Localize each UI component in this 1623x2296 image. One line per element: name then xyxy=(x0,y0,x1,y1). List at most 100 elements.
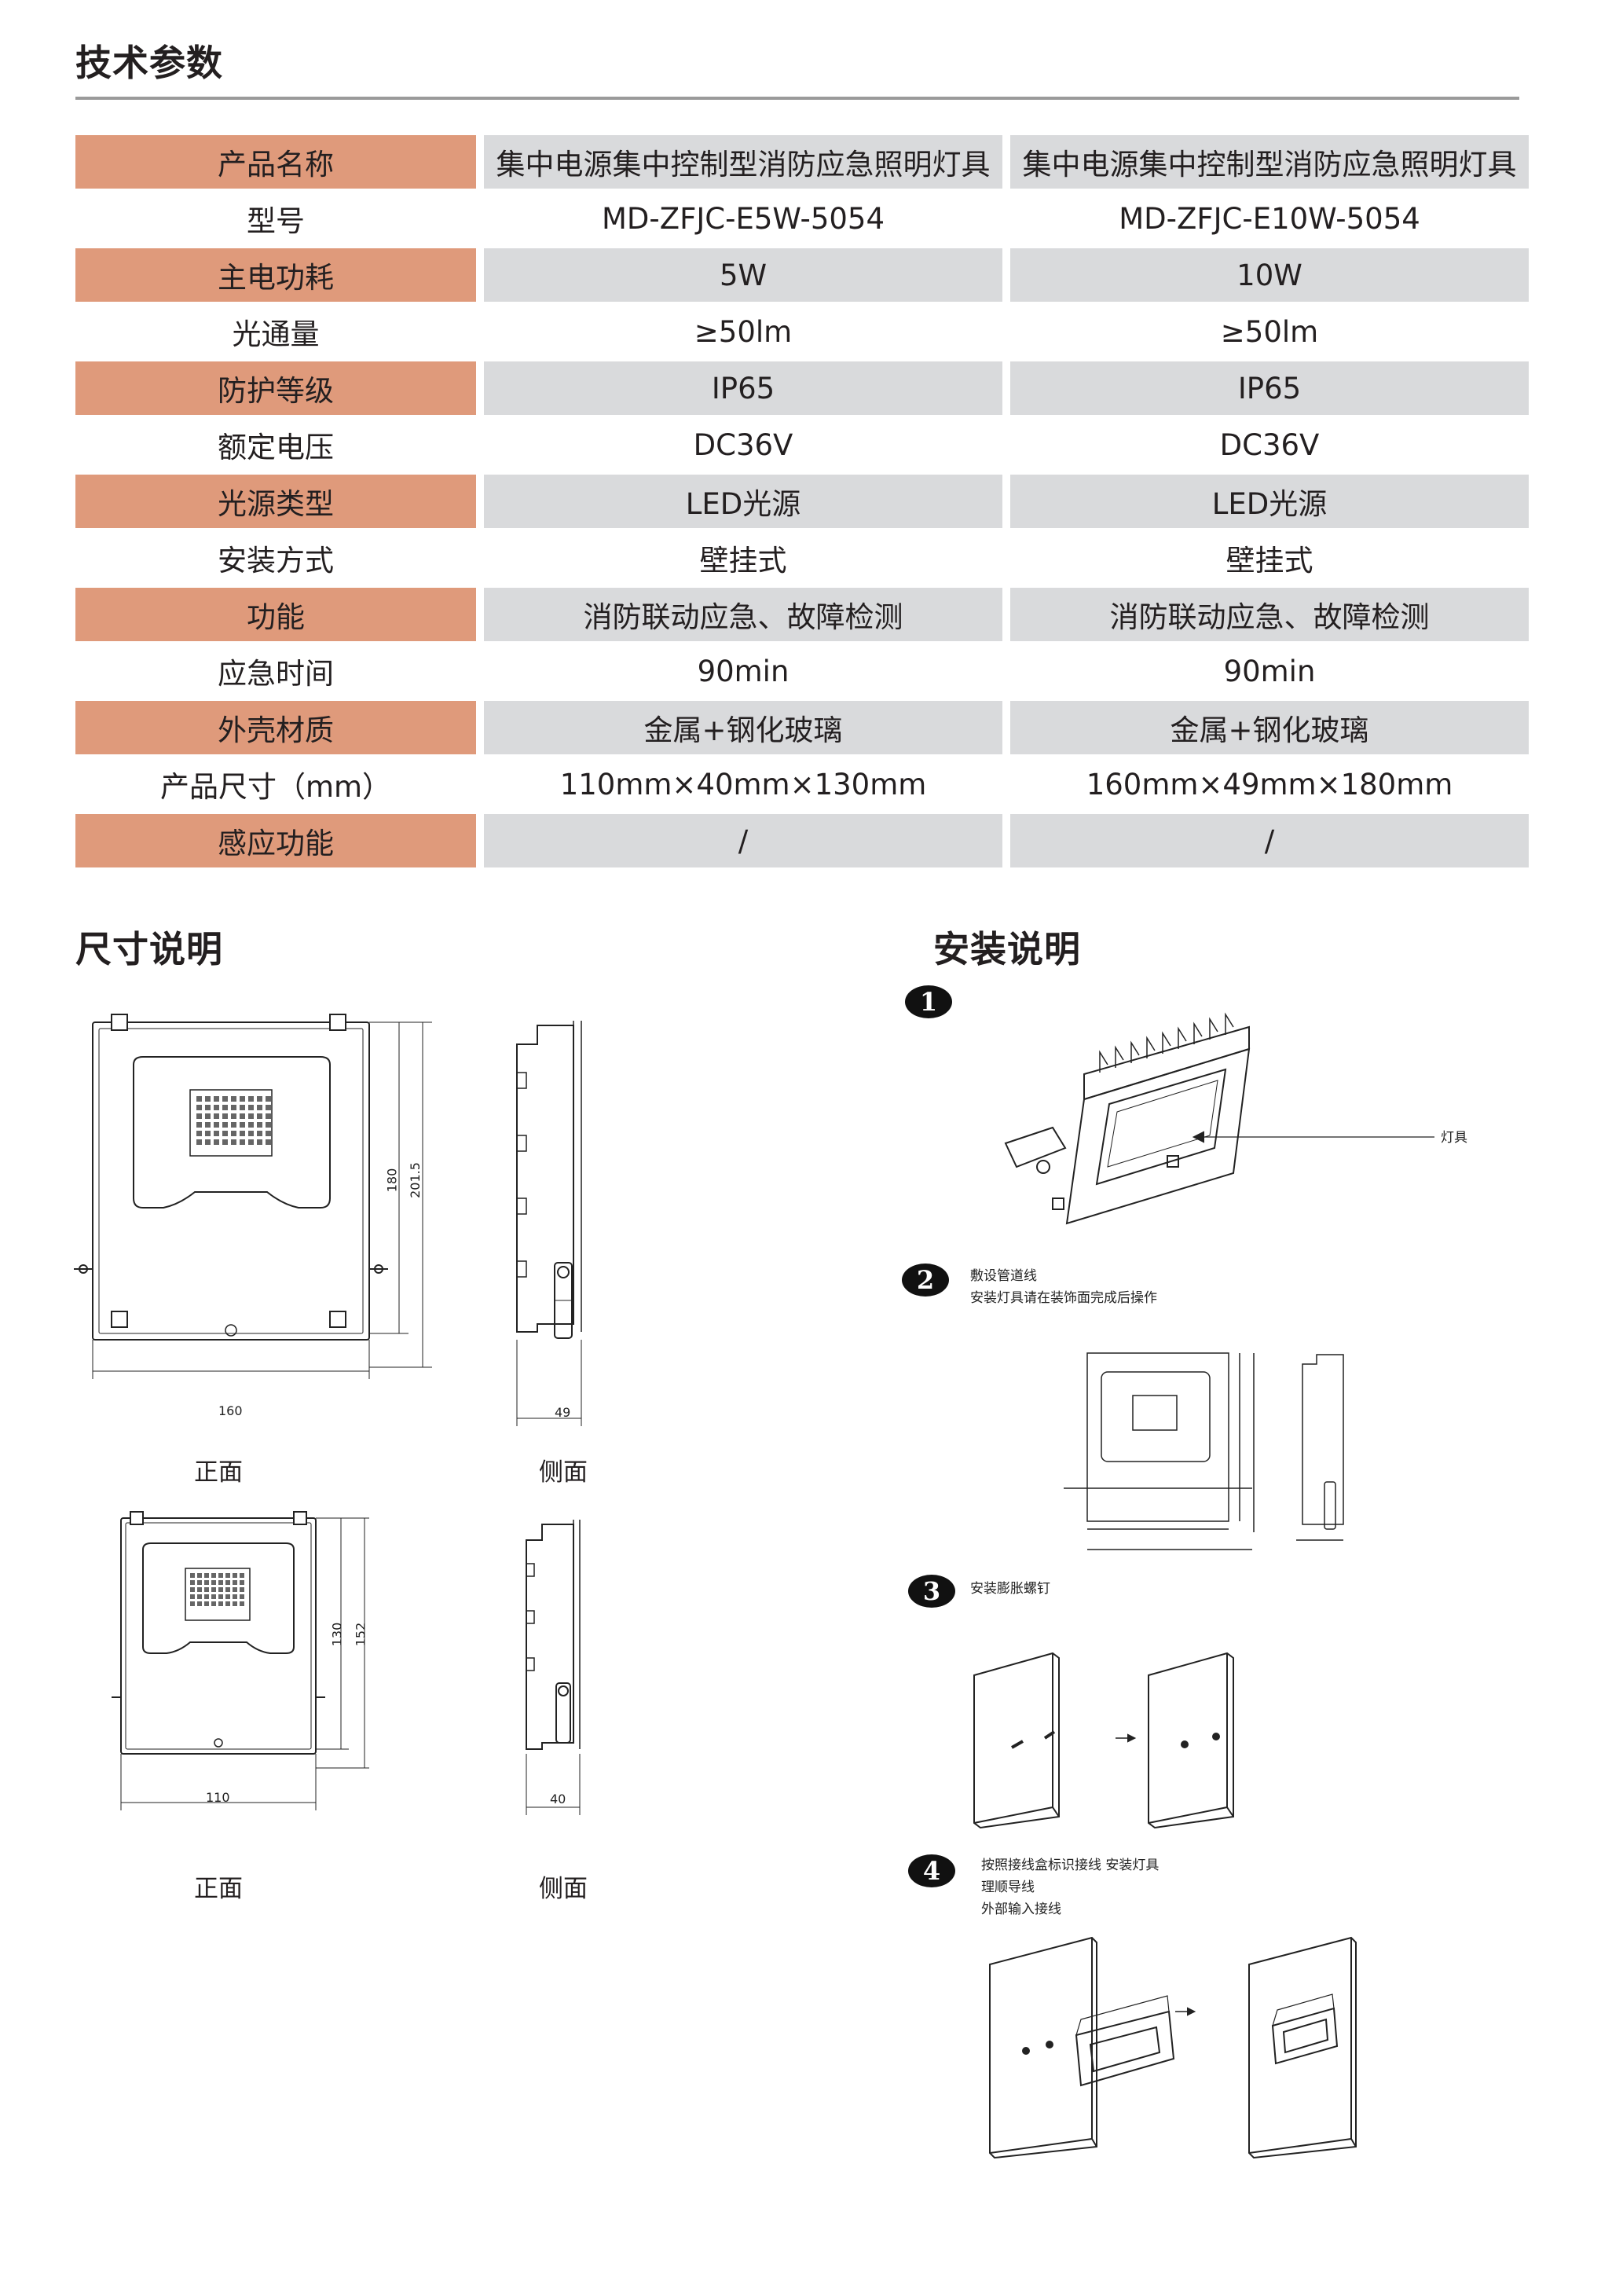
led-chip xyxy=(266,1096,271,1102)
led-chip xyxy=(197,1601,202,1606)
led-chip xyxy=(240,1601,244,1606)
step-1-fixture-drawing xyxy=(1004,1012,1434,1225)
led-chip xyxy=(190,1601,195,1606)
led-chip xyxy=(196,1113,202,1119)
small-height-outer-label: 152 xyxy=(353,1622,368,1647)
spec-value-model-1: DC36V xyxy=(693,427,793,462)
led-chip xyxy=(225,1587,230,1592)
spec-label: 防护等级 xyxy=(75,361,476,415)
spec-value-model-2: 金属+钢化玻璃 xyxy=(1010,701,1529,754)
step-2-line: 安装灯具请在装饰面完成后操作 xyxy=(970,1290,1157,1306)
spec-value-model-1: 壁挂式 xyxy=(699,544,787,578)
spec-value-model-1: IP65 xyxy=(484,361,1002,415)
step-1-callout: 灯具 xyxy=(1441,1130,1467,1146)
led-chip xyxy=(211,1587,216,1592)
heading-divider xyxy=(75,97,1519,100)
step-2-line: 敷设管道线 xyxy=(970,1268,1037,1284)
small-front-caption: 正面 xyxy=(194,1875,243,1903)
spec-value-model-2: 90min xyxy=(1223,654,1316,688)
led-chip xyxy=(240,1573,244,1578)
led-chip xyxy=(218,1580,223,1585)
led-chip xyxy=(231,1131,236,1136)
led-chip xyxy=(257,1131,262,1136)
led-chip xyxy=(266,1105,271,1110)
led-chip xyxy=(248,1096,254,1102)
spec-label: 光源类型 xyxy=(75,475,476,528)
spec-value-model-2: DC36V xyxy=(1219,427,1320,462)
led-chip xyxy=(190,1580,195,1585)
led-chip xyxy=(231,1096,236,1102)
led-chip xyxy=(205,1139,211,1145)
step-4-line: 外部输入接线 xyxy=(981,1902,1061,1917)
step-4-wall-mount-drawing xyxy=(989,1936,1357,2159)
spec-table: 产品名称集中电源集中控制型消防应急照明灯具集中电源集中控制型消防应急照明灯具 型… xyxy=(75,135,1529,871)
led-chip xyxy=(214,1139,219,1145)
spec-label: 产品尺寸（mm） xyxy=(159,770,392,804)
led-chip xyxy=(233,1594,237,1599)
led-chip xyxy=(266,1113,271,1119)
led-chip xyxy=(222,1139,228,1145)
small-height-inner-label: 130 xyxy=(329,1622,345,1647)
led-chip xyxy=(248,1139,254,1145)
spec-value-model-2: 集中电源集中控制型消防应急照明灯具 xyxy=(1010,135,1529,189)
tech-params-heading: 技术参数 xyxy=(75,42,223,84)
step-2-instructions: 敷设管道线 安装灯具请在装饰面完成后操作 xyxy=(970,1265,1157,1309)
led-chip xyxy=(225,1594,230,1599)
led-chip xyxy=(233,1587,237,1592)
spec-row: 产品名称集中电源集中控制型消防应急照明灯具集中电源集中控制型消防应急照明灯具 xyxy=(75,135,1529,189)
led-chip xyxy=(211,1601,216,1606)
spec-value-model-2: 壁挂式 xyxy=(1225,544,1313,578)
led-chip xyxy=(196,1105,202,1110)
led-chip xyxy=(222,1105,228,1110)
led-chip xyxy=(204,1573,209,1578)
led-chip xyxy=(218,1587,223,1592)
large-width-label: 160 xyxy=(218,1403,243,1418)
spec-value-model-2: 10W xyxy=(1010,248,1529,302)
spec-value-model-1: 110mm×40mm×130mm xyxy=(559,767,927,801)
led-chip xyxy=(205,1122,211,1128)
step-4-line: 理顺导线 xyxy=(981,1880,1035,1895)
led-chip xyxy=(204,1580,209,1585)
led-chip xyxy=(197,1594,202,1599)
spec-label: 感应功能 xyxy=(75,814,476,867)
step-1-badge: 1 xyxy=(905,985,952,1018)
spec-value-model-1: MD-ZFJC-E5W-5054 xyxy=(601,201,885,236)
led-chip xyxy=(266,1122,271,1128)
step-4-badge: 4 xyxy=(908,1854,955,1887)
spec-value-model-2: MD-ZFJC-E10W-5054 xyxy=(1119,201,1420,236)
led-chip xyxy=(248,1122,254,1128)
spec-row: 光通量≥50lm≥50lm xyxy=(75,305,1529,358)
led-chip xyxy=(197,1573,202,1578)
led-chip xyxy=(248,1105,254,1110)
installation-heading: 安装说明 xyxy=(933,928,1081,970)
led-chip xyxy=(222,1096,228,1102)
led-chip xyxy=(196,1122,202,1128)
led-chip xyxy=(218,1573,223,1578)
led-chip xyxy=(266,1139,271,1145)
led-chip xyxy=(233,1580,237,1585)
led-chip xyxy=(205,1096,211,1102)
led-chip xyxy=(196,1131,202,1136)
spec-value-model-2: / xyxy=(1010,814,1529,867)
led-chip xyxy=(240,1122,245,1128)
led-chip xyxy=(240,1587,244,1592)
spec-value-model-1: 集中电源集中控制型消防应急照明灯具 xyxy=(484,135,1002,189)
led-chip xyxy=(190,1587,195,1592)
large-height-outer-label: 201.5 xyxy=(407,1162,423,1198)
led-chip xyxy=(211,1594,216,1599)
led-chip xyxy=(214,1131,219,1136)
spec-value-model-1: 5W xyxy=(484,248,1002,302)
led-chip xyxy=(257,1139,262,1145)
led-chip xyxy=(214,1122,219,1128)
large-side-view-drawing xyxy=(516,1021,582,1426)
spec-label: 产品名称 xyxy=(75,135,476,189)
spec-value-model-1: 金属+钢化玻璃 xyxy=(484,701,1002,754)
spec-label: 外壳材质 xyxy=(75,701,476,754)
step-2-badge: 2 xyxy=(902,1264,949,1297)
led-chip xyxy=(257,1105,262,1110)
